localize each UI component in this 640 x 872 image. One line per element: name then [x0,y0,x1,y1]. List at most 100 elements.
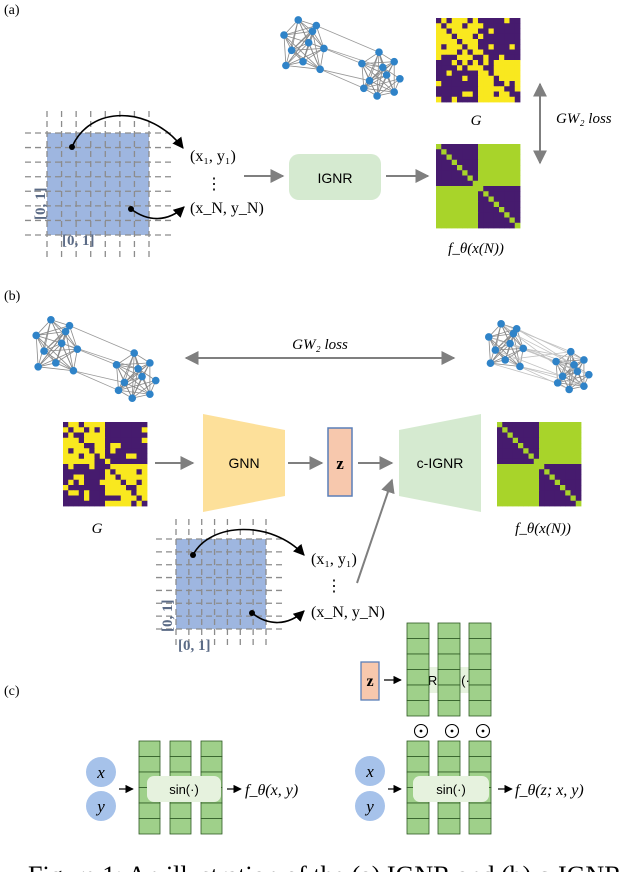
matrix-cell [115,437,122,444]
matrix-cell [441,39,447,45]
matrix-cell [99,500,106,507]
graph-edge [519,366,563,377]
matrix-cell [518,485,524,491]
matrix-cell [131,464,137,470]
matrix-cell [499,91,505,98]
matrix-cell [493,49,500,56]
sin-label-left: sin(·) [169,782,199,797]
matrix-cell [115,422,122,428]
matrix-cell [457,86,463,92]
matrix-cell [565,453,571,460]
matrix-cell [73,500,80,507]
matrix-cell [478,75,484,82]
matrix-cell [483,217,489,224]
matrix-cell [497,458,503,465]
matrix-cell [462,23,468,29]
matrix-cell [436,54,442,61]
matrix-cell [514,39,521,45]
matrix-cell [570,427,577,433]
matrix-cell [451,217,458,224]
graph-edge [37,342,62,368]
matrix-cell [84,448,90,454]
matrix-cell [73,474,80,481]
matrix-cell [472,186,479,192]
matrix-cell [523,479,529,486]
matrix-cell [446,144,453,150]
matrix-cell [451,159,458,166]
matrix-cell [478,44,484,50]
matrix-cell [126,474,132,481]
graph-label-b: G [92,521,103,537]
matrix-cell [549,495,556,502]
graph-edge [118,376,143,391]
matrix-cell [499,81,505,87]
matrix-cell [478,149,484,155]
matrix-cell [120,464,127,470]
matrix-cell [554,485,561,491]
matrix-cell [472,44,479,50]
matrix-cell [73,453,80,460]
matrix-cell [446,170,453,176]
matrix-cell [131,485,137,491]
matrix-cell [472,28,479,35]
matrix-cell [472,54,479,61]
matrix-cell [63,458,69,465]
matrix-cell [451,60,458,66]
matrix-cell [120,479,127,486]
graph-edge [308,42,383,68]
matrix-cell [451,39,458,45]
graph-edge [73,370,125,383]
graph-edge [291,48,324,51]
matrix-cell [94,479,101,486]
matrix-cell [512,464,519,470]
matrix-cell [63,448,69,454]
matrix-cell [504,196,510,203]
graph-network-b-input [32,315,160,402]
matrix-cell [514,18,521,24]
matrix-cell [514,33,521,40]
matrix-cell [570,458,577,465]
graph-node [114,386,123,395]
matrix-cell [483,18,489,24]
matrix-cell [115,427,122,433]
matrix-cell [89,495,95,502]
matrix-cell [509,186,516,192]
matrix-cell [499,65,505,71]
matrix-cell [507,448,514,454]
graph-edge [131,368,139,399]
matrix-cell [533,464,540,470]
matrix-cell [509,159,516,166]
matrix-cell [575,479,582,486]
matrix-cell [115,432,122,439]
matrix-cell [523,464,529,470]
matrix-cell [462,149,468,155]
matrix-cell [504,23,510,29]
matrix-cell [63,479,69,486]
matrix-cell [110,432,116,439]
matrix-cell [141,448,148,454]
matrix-cell [441,60,447,66]
matrix-cell [441,201,447,208]
matrix-cell [441,186,447,192]
matrix-cell [478,201,484,208]
matrix-cell [451,212,458,218]
layer-cell [437,802,461,819]
matrix-cell [451,222,458,229]
matrix-cell [493,33,500,40]
matrix-cell [570,437,577,444]
matrix-cell [73,490,80,496]
matrix-cell [141,437,148,444]
matrix-cell [472,217,479,224]
matrix-cell [68,443,74,449]
matrix-cell [68,427,74,433]
matrix-cell [509,60,516,66]
matrix-cell [441,212,447,218]
matrix-cell [544,485,550,491]
matrix-cell [512,485,519,491]
matrix-cell [549,490,556,496]
matrix-cell [467,96,474,103]
graph-edge [36,331,66,336]
graph-edge [513,333,575,366]
matrix-cell [446,154,453,161]
matrix-cell [507,485,514,491]
